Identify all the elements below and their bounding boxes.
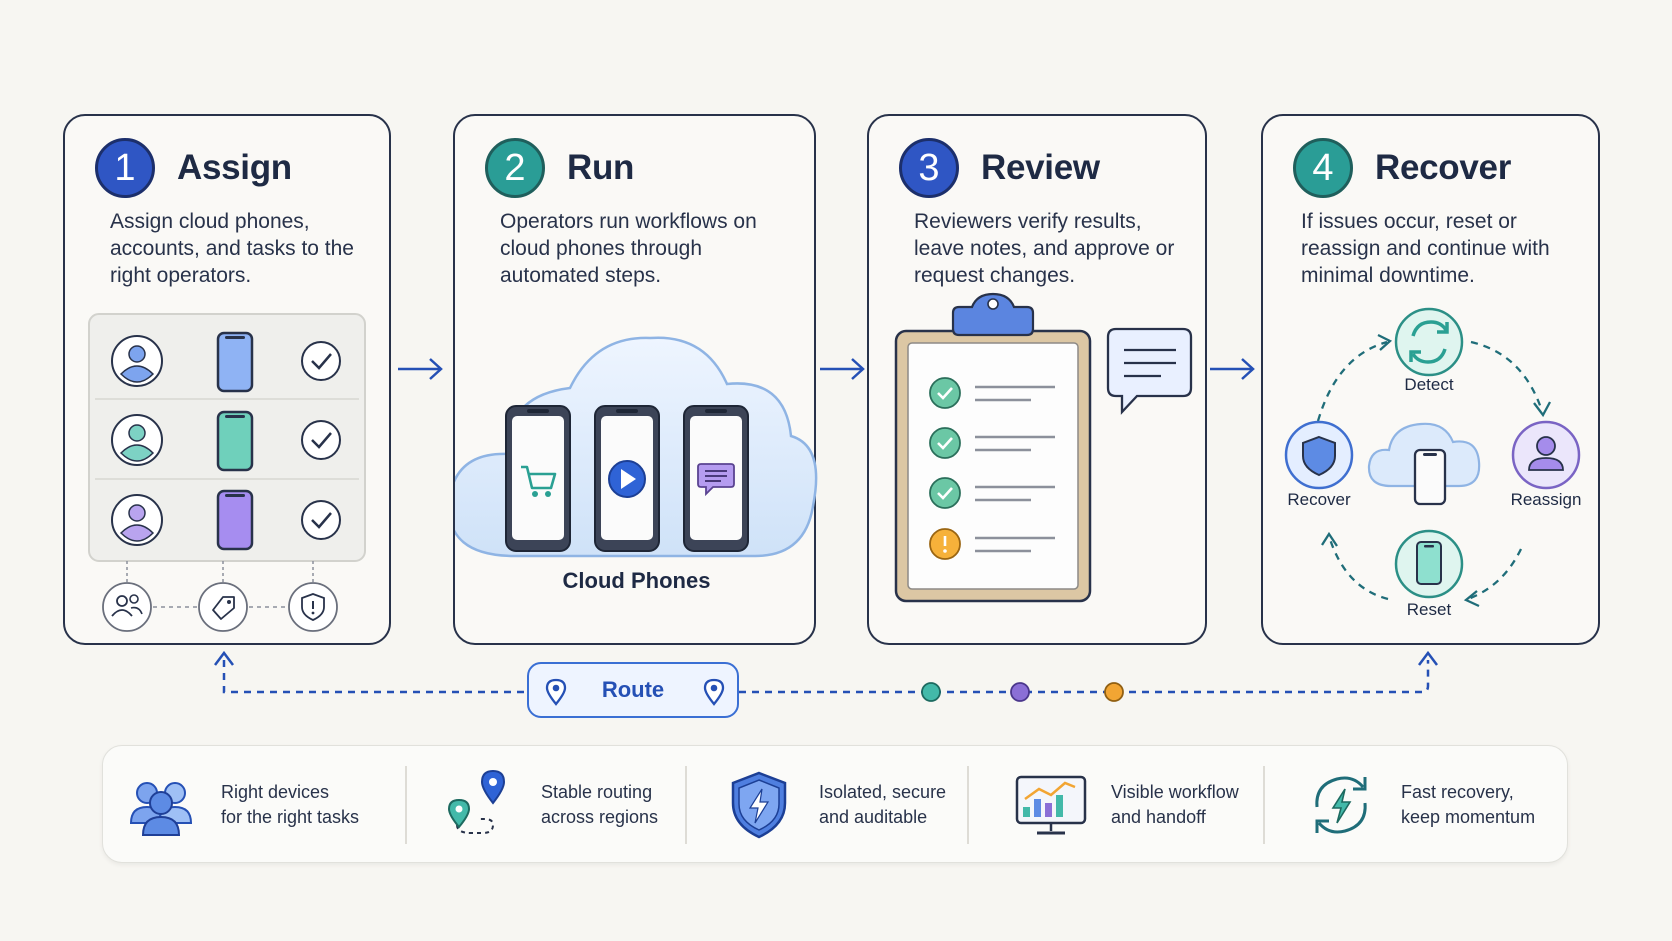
benefit-right-devices: Right devices for the right tasks	[123, 746, 359, 864]
reassign-user-icon	[1511, 420, 1581, 490]
divider	[685, 766, 687, 844]
assign-header: 1 Assign	[95, 138, 292, 198]
route-node-purple	[1010, 682, 1030, 702]
benefit-text: Right devices for the right tasks	[221, 782, 360, 827]
benefit-isolated-secure: Isolated, secure and auditable	[721, 746, 946, 864]
review-header: 3 Review	[899, 138, 1100, 198]
phone-icon	[216, 410, 254, 472]
step-1-badge: 1	[95, 138, 155, 198]
run-title: Run	[567, 148, 635, 187]
recover-label: Recover	[1287, 490, 1351, 509]
user-avatar-icon	[111, 414, 163, 466]
run-description: Operators run workflows on cloud phones …	[500, 210, 757, 287]
user-avatar-icon	[111, 335, 163, 387]
assign-title: Assign	[177, 148, 292, 187]
step-2-badge: 2	[485, 138, 545, 198]
phone-play-icon	[594, 405, 660, 552]
benefit-fast-recovery: Fast recovery, keep momentum	[1303, 746, 1535, 864]
route-badge: Route	[527, 662, 739, 718]
route-node-teal	[921, 682, 941, 702]
step-4-badge: 4	[1293, 138, 1353, 198]
detect-refresh-icon	[1394, 307, 1464, 377]
arrow-right-icon	[820, 358, 865, 380]
reset-label: Reset	[1406, 600, 1452, 619]
divider	[967, 766, 969, 844]
shield-alert-icon	[288, 582, 338, 632]
map-pin-icon	[703, 678, 725, 706]
team-icon	[102, 582, 152, 632]
route-pins-icon	[447, 769, 506, 834]
refresh-bolt-icon	[1315, 776, 1367, 834]
benefit-text: Fast recovery, keep momentum	[1401, 782, 1536, 827]
monitor-chart-icon	[1015, 775, 1087, 835]
arrow-right-icon	[398, 358, 443, 380]
recover-title: Recover	[1375, 148, 1512, 187]
check-item-icon	[929, 377, 961, 409]
tag-icon	[198, 582, 248, 632]
recovery-cycle-illustration	[1284, 307, 1581, 608]
reassign-label: Reassign	[1510, 490, 1582, 509]
cloud-phones-illustration	[455, 336, 818, 558]
check-circle-icon	[301, 420, 341, 460]
benefit-text: Stable routing across regions	[541, 782, 659, 827]
benefit-stable-routing: Stable routing across regions	[443, 746, 658, 864]
check-circle-icon	[301, 500, 341, 540]
phone-chat-icon	[683, 405, 749, 552]
recover-card: 4 Recover If issues occur, reset or reas…	[1261, 114, 1600, 645]
users-icon	[129, 782, 193, 836]
benefit-visible-workflow: Visible workflow and handoff	[1013, 746, 1239, 864]
arrow-right-icon	[1210, 358, 1255, 380]
map-pin-icon	[545, 678, 567, 706]
user-avatar-icon	[111, 494, 163, 546]
assign-panel	[88, 313, 366, 632]
assign-card: 1 Assign Assign cloud phones, accounts, …	[63, 114, 391, 645]
recover-shield-icon	[1284, 420, 1354, 490]
phone-icon	[216, 331, 254, 393]
divider	[1263, 766, 1265, 844]
step-3-badge: 3	[899, 138, 959, 198]
cloud-phones-label: Cloud Phones	[562, 568, 711, 593]
run-header: 2 Run	[485, 138, 634, 198]
cycle-arrows	[1316, 340, 1544, 601]
check-item-icon	[929, 427, 961, 459]
review-description: Reviewers verify results, leave notes, a…	[914, 210, 1175, 287]
recover-description: If issues occur, reset or reassign and c…	[1301, 210, 1550, 287]
clipboard-illustration	[894, 292, 1193, 603]
review-title: Review	[981, 148, 1100, 187]
detect-label: Detect	[1404, 375, 1454, 394]
run-card: 2 Run Operators run workflows on cloud p…	[453, 114, 818, 645]
phone-cart-icon	[505, 405, 571, 552]
recover-header: 4 Recover	[1293, 138, 1511, 198]
route-node-orange	[1104, 682, 1124, 702]
divider	[405, 766, 407, 844]
shield-bolt-icon	[731, 771, 787, 839]
benefits-bar: Right devices for the right tasks Stable…	[102, 745, 1568, 863]
comment-icon	[1106, 327, 1193, 415]
center-cloud-phone-icon	[1367, 422, 1481, 506]
benefit-text: Isolated, secure and auditable	[819, 782, 947, 827]
review-card: 3 Review Reviewers verify results, leave…	[867, 114, 1207, 645]
benefit-text: Visible workflow and handoff	[1111, 782, 1239, 827]
assign-description: Assign cloud phones, accounts, and tasks…	[110, 210, 354, 287]
check-item-icon	[929, 477, 961, 509]
check-circle-icon	[301, 341, 341, 381]
phone-icon	[216, 489, 254, 551]
warning-item-icon	[929, 528, 961, 560]
route-label: Route	[601, 677, 665, 702]
reset-phone-icon	[1394, 529, 1464, 599]
